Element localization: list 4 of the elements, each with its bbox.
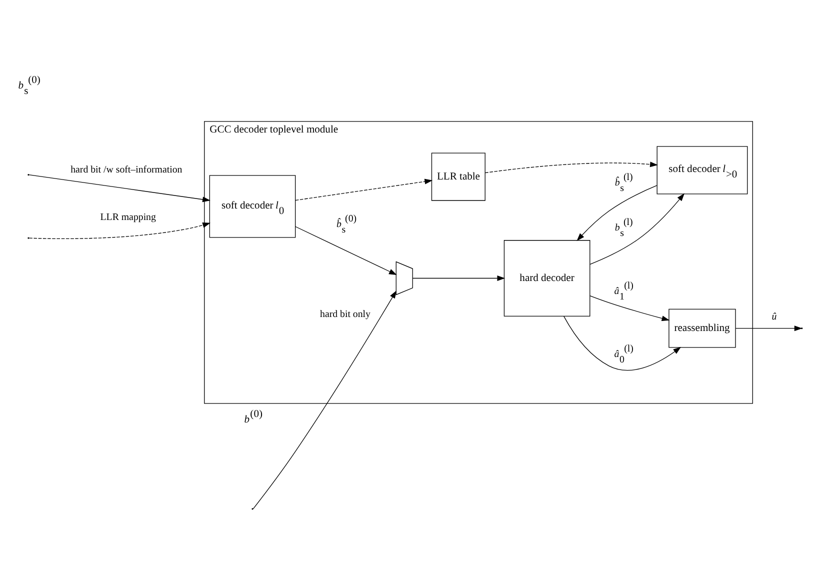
edge-label: hard bit /w soft–information <box>70 164 182 175</box>
edge-label: hard bit only <box>320 308 370 320</box>
edge-label: LLR mapping <box>100 211 156 222</box>
edge-label: û <box>772 310 777 322</box>
